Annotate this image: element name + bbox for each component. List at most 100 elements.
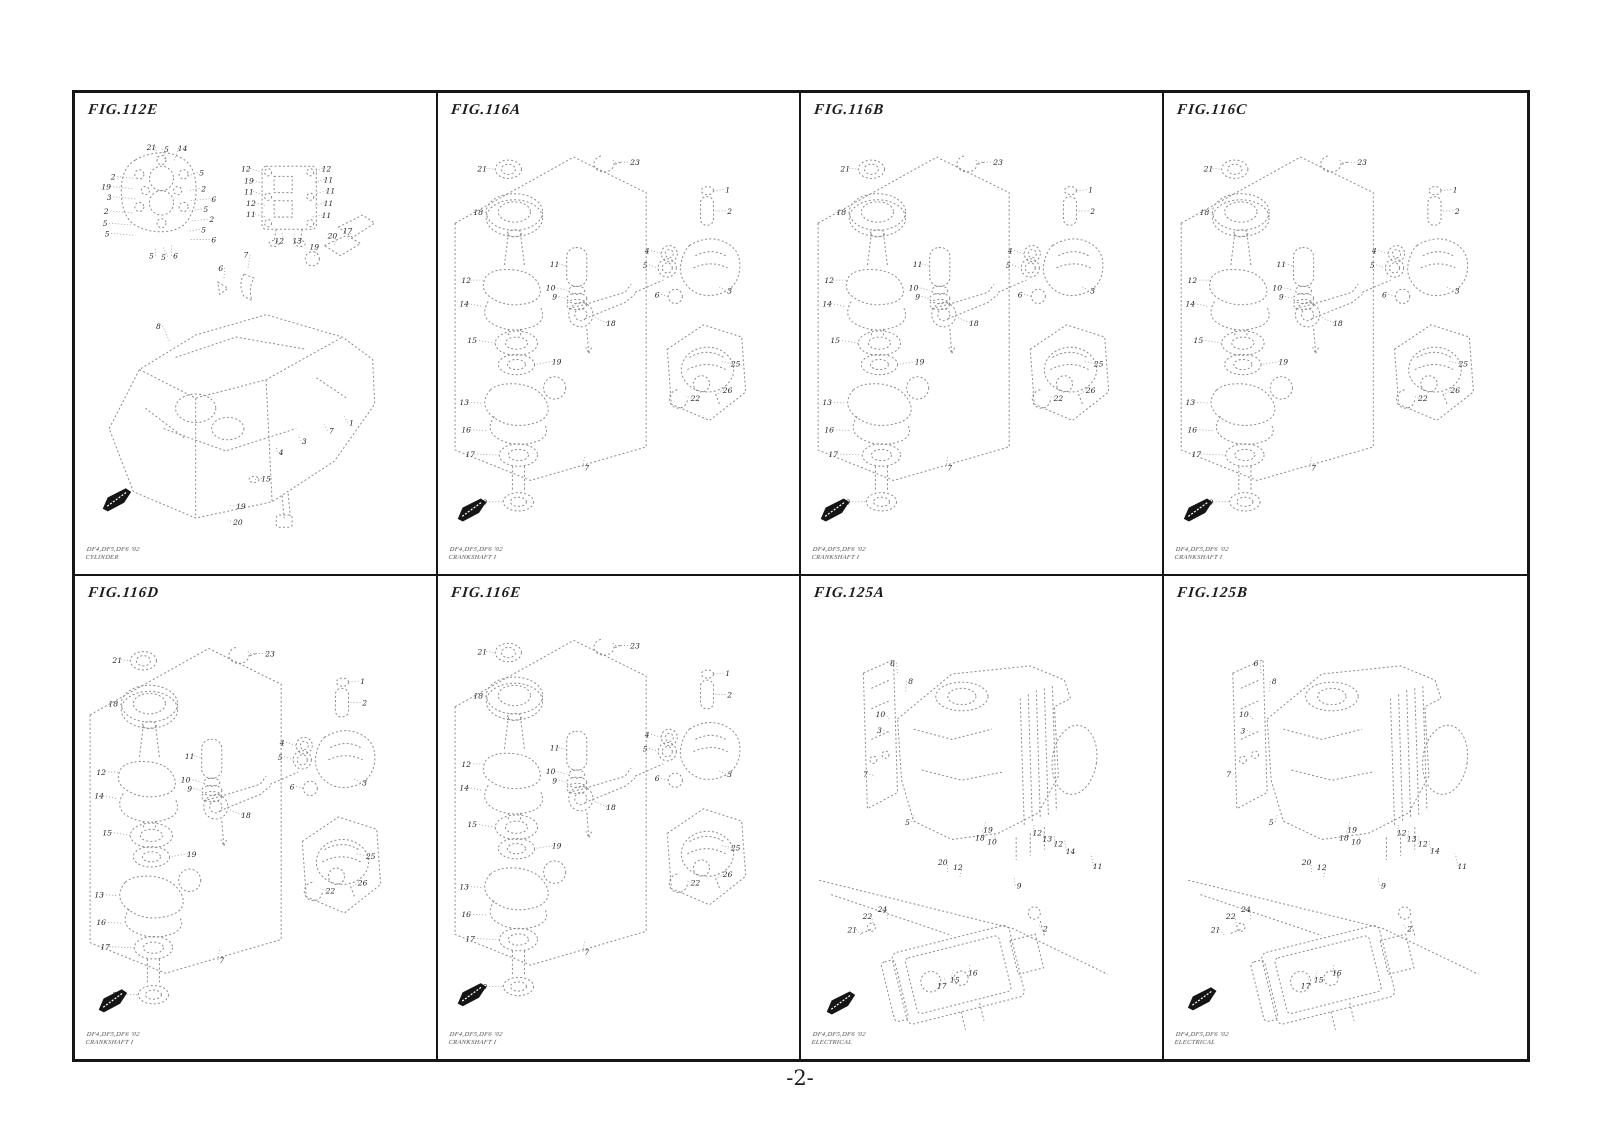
part-number-callout: 11 [244,188,254,197]
footer-caption-line: ELECTRICAL [811,1039,853,1046]
part-number-callout: 11 [324,199,334,208]
figure-footer: DF4,DF5,DF6 '02 CRANKSHAFT I [1174,546,1229,562]
part-number-callout: 1 [1088,186,1093,195]
figure-title: FIG.125B [1176,585,1249,601]
part-number-callout: 6 [211,195,216,204]
part-number-callout: 5 [103,219,108,228]
part-number-callout: 7 [947,463,952,472]
part-number-callout: 20 [937,858,948,867]
part-number-callout: 16 [968,968,978,977]
part-number-callout: 13 [1185,398,1195,407]
part-number-callout: 2 [726,690,732,699]
part-number-callout: 2 [1042,924,1048,933]
part-number-callout: 16 [461,426,471,435]
figure-title: FIG.116C [1176,102,1249,118]
part-number-callout: 18 [969,319,979,328]
part-number-callout: 11 [246,210,256,219]
part-number-callout: 2 [208,215,214,224]
part-number-callout: 2 [726,207,732,216]
part-number-callout: 7 [219,956,224,965]
part-number-callout: 1 [349,418,354,427]
part-number-callout: 19 [101,183,111,192]
footer-caption-line: CRANKSHAFT I [811,554,860,561]
part-number-callout: 10 [1351,838,1361,847]
part-number-callout: 12 [1187,276,1197,285]
part-number-callout: 18 [606,803,616,812]
figure-title: FIG.112E [87,102,160,118]
part-number-callout: 12 [1033,828,1043,837]
part-number-callout: 12 [96,768,106,777]
part-number-callout: 3 [1240,726,1245,735]
part-number-callout: 17 [100,943,110,952]
part-number-callout: 3 [727,286,732,295]
part-number-callout: 8 [1272,677,1277,686]
part-number-callout: 22 [862,912,873,921]
part-number-callout: 22 [690,878,701,887]
part-number-callout: 17 [465,450,475,459]
part-number-callout: 4 [644,247,650,256]
part-number-callout: 18 [1339,833,1349,842]
part-number-callout: 4 [278,448,284,457]
part-number-callout: 12 [274,236,284,245]
part-number-callout: 18 [473,208,483,217]
figure-footer: DF4,DF5,DF6 '02 CRANKSHAFT I [448,546,503,562]
part-number-callout: 3 [1455,286,1460,295]
part-number-callout: 18 [241,811,251,820]
part-number-callout: 26 [1449,386,1460,395]
part-number-callout: 19 [236,502,246,511]
part-number-callout: 21 [111,656,122,665]
part-number-callout: 1 [725,669,730,678]
part-number-callout: 10 [546,767,556,776]
part-number-callout: 6 [655,774,660,783]
part-number-callout: 6 [1254,659,1259,668]
part-number-callout: 8 [908,677,913,686]
ink-stamp [1183,985,1221,1013]
part-number-callout: 11 [550,260,560,269]
figure-footer: DF4,DF5,DF6 '02 CRANKSHAFT I [811,546,866,562]
ink-stamp [453,496,491,524]
part-number-callout: 21 [146,143,157,152]
part-number-callout: 18 [1333,319,1343,328]
part-number-callout: 12 [953,863,963,872]
part-number-callout: 3 [1090,286,1095,295]
part-number-callout: 11 [550,744,560,753]
footer-model-line: DF4,DF5,DF6 '02 [86,546,141,553]
part-number-callout: 14 [459,783,469,792]
part-number-callout: 23 [629,641,640,650]
part-number-callout: 21 [1210,925,1221,934]
part-number-callout: 12 [1317,863,1327,872]
part-number-callout: 12 [322,164,332,173]
part-number-callout: 9 [187,784,192,793]
footer-caption-line: CRANKSHAFT I [448,1039,497,1046]
part-number-callout: 15 [467,336,477,345]
part-number-callout: 6 [890,659,895,668]
part-number-callout: 7 [584,463,589,472]
part-number-callout: 2 [1406,924,1412,933]
part-number-callout: 5 [905,818,910,827]
part-number-callout: 1 [725,186,730,195]
part-number-callout: 11 [326,187,336,196]
part-number-callout: 21 [839,164,850,173]
part-number-callout: 17 [1301,982,1311,991]
part-number-callout: 23 [1356,158,1367,167]
part-number-callout: 9 [1381,881,1386,890]
part-number-callout: 20 [1301,858,1312,867]
part-number-callout: 13 [292,236,302,245]
part-number-callout: 9 [552,292,557,301]
part-number-callout: 5 [161,253,166,262]
part-number-callout: 14 [1185,300,1195,309]
footer-caption-line: CRANKSHAFT I [1174,554,1223,561]
part-number-callout: 4 [1371,247,1377,256]
part-number-callout: 25 [1457,360,1468,369]
part-number-callout: 15 [102,828,112,837]
part-number-callout: 5 [643,745,648,754]
part-number-callout: 5 [1269,818,1274,827]
part-number-callout: 7 [584,948,589,957]
part-number-callout: 9 [1279,292,1284,301]
part-number-callout: 12 [461,760,471,769]
part-number-callout: 22 [1053,394,1064,403]
